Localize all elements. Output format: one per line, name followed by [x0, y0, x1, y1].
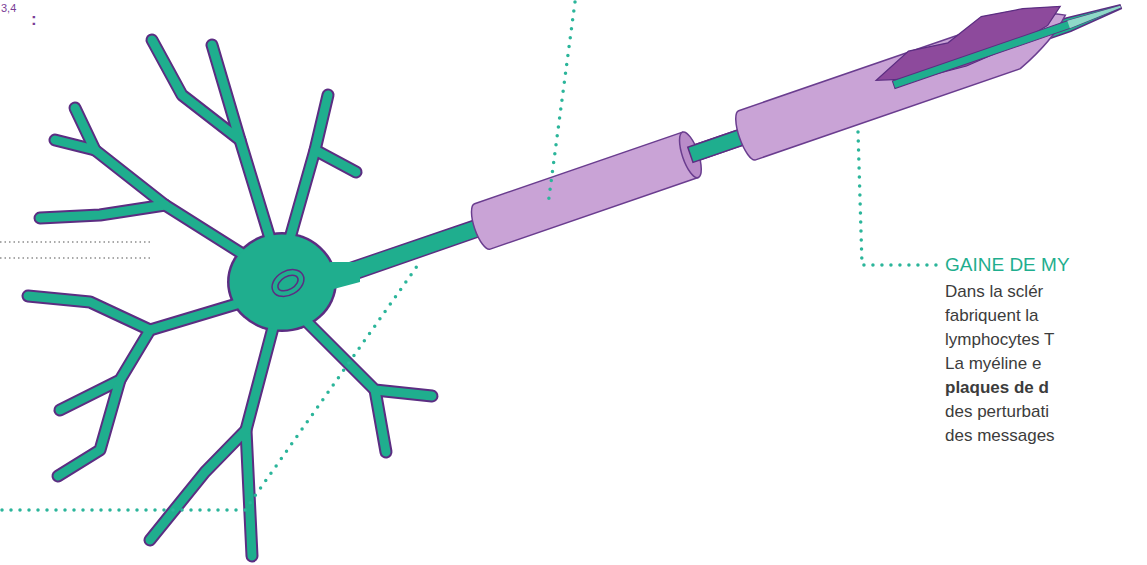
- dendrite-outline: [28, 40, 432, 556]
- body-line: fabriquent la: [945, 306, 1039, 326]
- reference-number: 3,4: [1, 2, 16, 15]
- callout-leader: [2, 2, 938, 510]
- nucleus: [267, 264, 308, 302]
- body-line: lymphocytes T: [945, 330, 1054, 350]
- axon: [338, 0, 1129, 297]
- punctuation: :: [31, 10, 37, 30]
- soma-outline: [227, 232, 337, 332]
- axon-hillock: [330, 262, 360, 290]
- body-line: des perturbati: [945, 402, 1049, 422]
- section-heading: GAINE DE MY: [945, 254, 1070, 276]
- body-line: Dans la sclér: [945, 282, 1043, 302]
- leader-line: [0, 257, 150, 258]
- myelin-sheath: [467, 132, 698, 252]
- dendrite: [28, 40, 432, 556]
- exposed-axon: [892, 3, 1122, 89]
- nucleolus: [275, 272, 301, 294]
- axon-body: [347, 0, 1123, 281]
- body-line-bold: plaques de d: [945, 378, 1049, 398]
- leader-line: [0, 241, 150, 242]
- body-line: des messages: [945, 426, 1055, 446]
- body-line: La myéline e: [945, 354, 1041, 374]
- soma: [230, 235, 335, 330]
- axon-tip: [1067, 3, 1122, 28]
